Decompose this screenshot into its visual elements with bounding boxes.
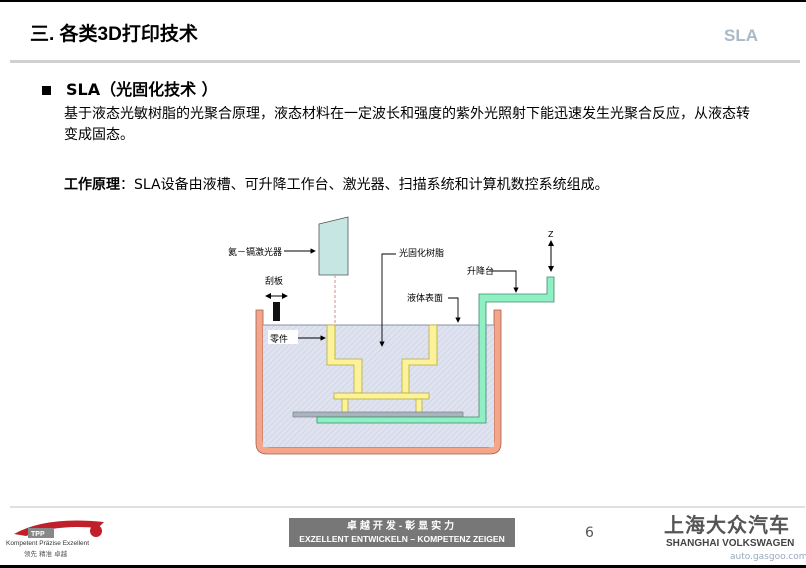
z-axis-label: Z [548,230,554,239]
watermark: auto.gasgoo.com [730,552,806,562]
build-plate [292,411,464,418]
principle-text: 工作原理：SLA设备由液槽、可升降工作台、激光器、扫描系统和计算机数控系统组成。 [64,176,609,194]
slide-title: 三. 各类3D打印技术 [30,24,198,45]
brand-logo-en: SHANGHAI VOLKSWAGEN [666,538,795,549]
tpp-brand: TPP [31,531,45,538]
liquid-surface-label: 液体表面 [407,292,443,304]
scraper-icon [273,302,280,321]
section-heading: SLA（光固化技术 ） [66,80,218,99]
part-label: 零件 [270,333,288,345]
bullet-square-icon [42,86,51,95]
header-divider [10,60,800,63]
section-tag: SLA [724,26,758,45]
page-number: 6 [585,525,594,541]
elevator-label-arrow [489,270,519,293]
resin-label: 光固化树脂 [399,247,444,259]
surface-label-arrow [448,297,461,323]
elevator-label: 升降台 [467,265,494,277]
principle-body: ：SLA设备由液槽、可升降工作台、激光器、扫描系统和计算机数控系统组成。 [120,177,609,193]
description-text: 基于液态光敏树脂的光聚合原理，液态材料在一定波长和强度的紫外光照射下能迅速发生光… [64,106,750,143]
slogan-cn: 卓越开发-彰显实力 [346,521,458,532]
principle-label: 工作原理 [64,177,120,193]
liquid-resin [263,325,494,447]
elevator-platform [316,276,555,424]
brand-logo-cn: 上海大众汽车 [664,513,790,537]
scraper-label: 刮板 [265,275,283,287]
top-border [0,0,806,2]
resin-label-arrow [379,253,396,347]
bottom-border [0,565,806,568]
tpp-slogan: Kompetent Präzise Exzellent [6,540,90,547]
laser-label: 氦－镉激光器 [228,246,282,258]
laser-icon [318,216,349,276]
tpp-logo: TPP Kompetent Präzise Exzellent 领先 精准 卓越 [6,514,116,562]
slogan-en: EXZELLENT ENTWICKELN – KOMPETENZ ZEIGEN [299,534,505,544]
footer-divider [10,506,805,508]
printed-part [326,324,438,414]
tpp-slogan-cn: 领先 精准 卓越 [24,550,68,558]
slogan-banner: 卓越开发-彰显实力 EXZELLENT ENTWICKELN – KOMPETE… [289,518,515,547]
